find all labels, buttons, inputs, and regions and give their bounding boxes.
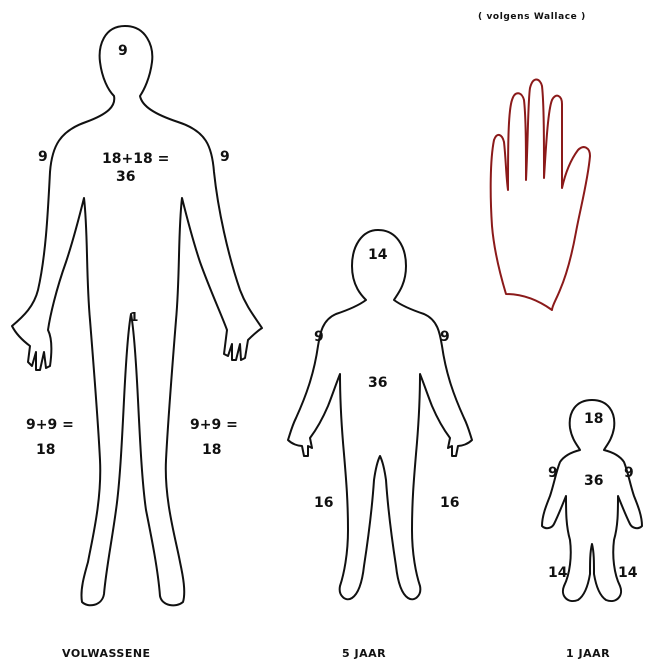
adult-arm-left-value: 9 (38, 150, 48, 165)
source-note: ( volgens Wallace ) (478, 12, 586, 22)
child5-leg-left-value: 16 (314, 496, 333, 511)
adult-trunk-value-line1: 18+18 = (102, 152, 169, 167)
adult-leg-left-value-line2: 18 (36, 443, 55, 458)
child1-arm-right-value: 9 (624, 466, 634, 481)
child1-arm-left-value: 9 (548, 466, 558, 481)
child5-body-outline (288, 230, 472, 599)
child1-caption: 1 JAAR (566, 647, 610, 660)
adult-caption: VOLWASSENE (62, 647, 151, 660)
hand-outline (491, 80, 590, 311)
child1-leg-left-value: 14 (548, 566, 567, 581)
child5-leg-right-value: 16 (440, 496, 459, 511)
child1-trunk-value: 36 (584, 474, 603, 489)
child5-trunk-value: 36 (368, 376, 387, 391)
child1-head-value: 18 (584, 412, 603, 427)
adult-trunk-value-line2: 36 (116, 170, 135, 185)
child5-arm-left-value: 9 (314, 330, 324, 345)
child5-caption: 5 JAAR (342, 647, 386, 660)
adult-genital-value: 1 (130, 310, 138, 325)
adult-arm-right-value: 9 (220, 150, 230, 165)
adult-leg-right-value-line2: 18 (202, 443, 221, 458)
adult-leg-right-value-line1: 9+9 = (190, 418, 238, 433)
child1-leg-right-value: 14 (618, 566, 637, 581)
child5-arm-right-value: 9 (440, 330, 450, 345)
child5-head-value: 14 (368, 248, 387, 263)
adult-head-value: 9 (118, 44, 128, 59)
adult-leg-left-value-line1: 9+9 = (26, 418, 74, 433)
